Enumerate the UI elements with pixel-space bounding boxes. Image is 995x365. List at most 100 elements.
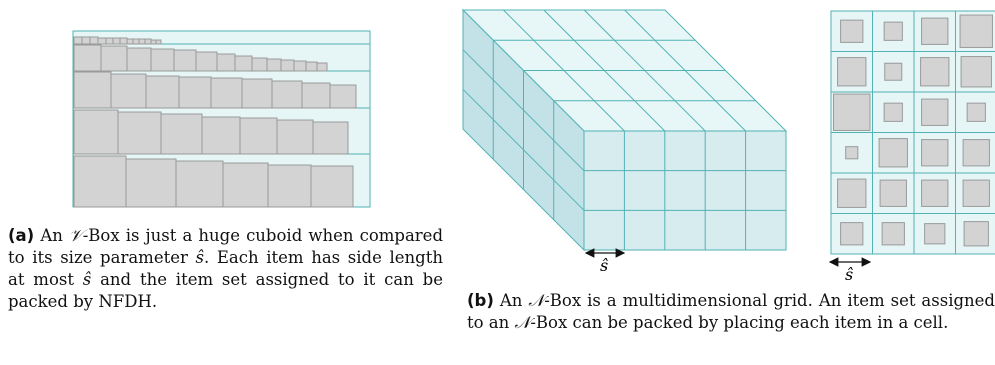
v-box-diagram xyxy=(72,30,371,208)
packed-item xyxy=(293,60,307,72)
packed-item xyxy=(216,53,236,72)
grid-cell-item xyxy=(920,57,950,87)
packed-item xyxy=(201,116,241,155)
packed-item xyxy=(125,158,177,208)
grid-cell-item xyxy=(840,19,864,43)
packed-item xyxy=(112,37,121,45)
caption-b-label: (b) xyxy=(467,291,494,310)
grid-cell-item xyxy=(921,139,949,167)
packed-item xyxy=(280,59,295,72)
packed-item xyxy=(267,164,312,208)
packed-item xyxy=(222,162,269,208)
grid-cell-item xyxy=(959,14,993,48)
grid-cell-item xyxy=(960,56,992,88)
grid-cell-item xyxy=(881,222,905,246)
caption-text-run: -Box is just a huge cuboid when compared… xyxy=(8,226,444,267)
packed-item xyxy=(105,37,114,45)
packed-item xyxy=(73,44,102,72)
caption-math-symbol: ŝ xyxy=(195,248,204,267)
packed-item xyxy=(73,71,112,109)
n-box-cuboid xyxy=(461,8,788,252)
s-hat-dimension-left: ŝ xyxy=(584,248,626,275)
grid-cell-item xyxy=(966,102,986,122)
packed-item xyxy=(126,38,134,45)
packed-item xyxy=(73,36,83,45)
v-box-items xyxy=(73,36,357,208)
packed-item xyxy=(138,38,146,45)
packed-item xyxy=(312,121,349,155)
caption-math-symbol: 𝒩 xyxy=(514,313,531,332)
caption-text-run: and the item set assigned to it can be p… xyxy=(8,270,443,311)
grid-cell-item xyxy=(840,222,864,246)
packed-item xyxy=(241,78,273,109)
cuboid-grid-line xyxy=(624,9,746,132)
caption-math-symbol: 𝒩 xyxy=(528,291,545,310)
caption-text-run: -Box can be packed by placing each item … xyxy=(530,313,949,332)
s-hat-label-left: ŝ xyxy=(600,256,608,275)
caption-a-label: (a) xyxy=(8,226,35,245)
packed-item xyxy=(178,76,212,109)
grid-cell-item xyxy=(837,178,867,208)
grid-cell-item xyxy=(883,21,903,41)
packed-item xyxy=(144,38,152,45)
packed-item xyxy=(160,113,203,155)
cuboid-grid-line xyxy=(583,9,706,132)
caption-math-symbol: 𝒱 xyxy=(68,226,83,245)
packed-item xyxy=(173,49,197,72)
packed-item xyxy=(155,39,162,45)
grid-cell-item xyxy=(921,17,949,45)
grid-cell-item xyxy=(921,98,949,126)
packed-item xyxy=(266,58,282,72)
caption-b: (b) An 𝒩-Box is a multidimensional grid.… xyxy=(467,290,995,334)
grid-cell-item xyxy=(879,179,907,207)
grid-cell-item xyxy=(962,179,990,207)
caption-a: (a) An 𝒱-Box is just a huge cuboid when … xyxy=(8,225,443,313)
packed-item xyxy=(310,165,354,208)
caption-text-run: An xyxy=(499,291,529,310)
grid-cell-item xyxy=(924,223,946,245)
packed-item xyxy=(117,111,162,155)
grid-cell-item xyxy=(883,102,903,122)
packed-item xyxy=(110,73,147,109)
packed-item xyxy=(150,48,175,72)
packed-item xyxy=(234,55,253,72)
packed-item xyxy=(301,82,331,109)
grid-cell-item xyxy=(833,93,871,131)
packed-item xyxy=(126,47,152,72)
grid-cell-item xyxy=(963,221,989,247)
cuboid-front-face xyxy=(583,130,787,251)
packed-item xyxy=(175,160,224,208)
packed-item xyxy=(239,117,278,155)
packed-item xyxy=(73,109,119,155)
packed-item xyxy=(316,62,328,72)
packed-item xyxy=(329,84,357,109)
cuboid-grid-line xyxy=(503,9,625,132)
packed-item xyxy=(145,75,180,109)
packed-item xyxy=(195,51,218,72)
grid-cell-item xyxy=(962,139,990,167)
caption-b-text: An 𝒩-Box is a multidimensional grid. An … xyxy=(467,291,995,332)
caption-text-run: An xyxy=(40,226,69,245)
caption-text-run: -Box is a multidimensional grid. An item… xyxy=(467,291,995,332)
packed-item xyxy=(73,155,127,208)
n-box-grid xyxy=(830,10,995,255)
cuboid-grid-line xyxy=(462,88,585,211)
packed-item xyxy=(305,61,318,72)
grid-cell-item xyxy=(921,179,949,207)
packed-item xyxy=(89,36,99,45)
packed-item xyxy=(97,37,107,45)
packed-item xyxy=(251,57,268,72)
s-hat-dimension-right: ŝ xyxy=(828,257,872,284)
grid-cell-item xyxy=(878,138,908,168)
cuboid-grid-line xyxy=(543,9,666,132)
caption-text-run: . Each item has side length at most xyxy=(8,248,443,289)
packed-item xyxy=(81,36,91,45)
packed-item xyxy=(276,119,314,155)
packed-item xyxy=(100,45,128,72)
caption-a-text: An 𝒱-Box is just a huge cuboid when comp… xyxy=(8,226,443,311)
packed-item xyxy=(210,77,243,109)
grid-cell-item xyxy=(845,146,859,160)
packed-item xyxy=(271,80,303,109)
grid-cell-item xyxy=(837,57,867,87)
